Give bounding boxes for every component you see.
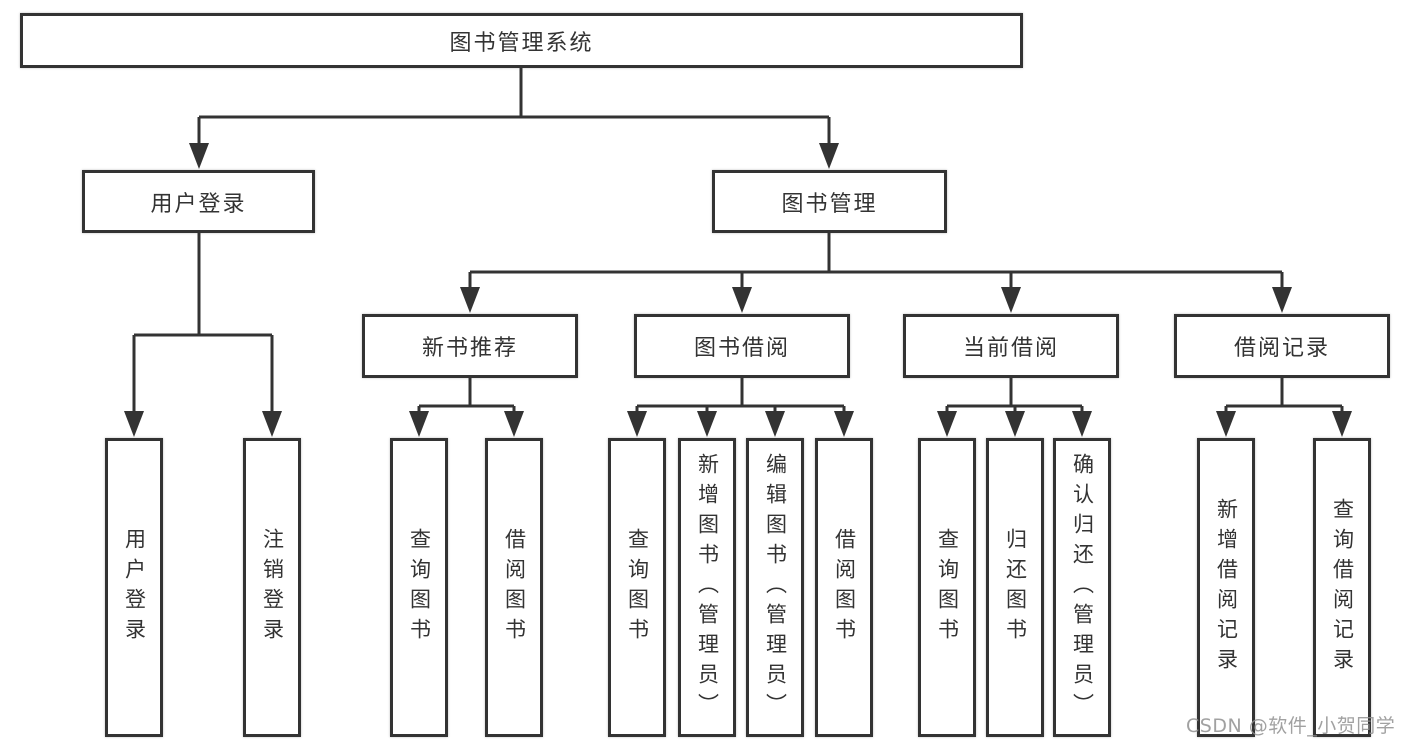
leaf-borrow-book-recommend-label: 借阅图书 xyxy=(502,527,527,648)
node-current-borrow-label: 当前借阅 xyxy=(962,336,1059,361)
arrow-down-icon xyxy=(262,411,282,437)
leaf-logout-label: 注销登录 xyxy=(260,527,285,648)
leaf-query-book-borrow-label: 查询图书 xyxy=(625,527,650,648)
arrow-down-icon xyxy=(937,411,957,437)
node-user-login: 用户登录 xyxy=(82,170,315,233)
node-root: 图书管理系统 xyxy=(20,13,1023,68)
arrow-down-icon xyxy=(1216,411,1236,437)
leaf-return-book-label: 归还图书 xyxy=(1003,527,1028,648)
node-current-borrow: 当前借阅 xyxy=(903,314,1119,378)
arrow-down-icon xyxy=(1332,411,1352,437)
node-borrow-record-label: 借阅记录 xyxy=(1233,336,1330,361)
arrow-down-icon xyxy=(1072,411,1092,437)
leaf-edit-book-admin: 编辑图书（管理员） xyxy=(746,438,804,737)
leaf-return-book: 归还图书 xyxy=(986,438,1044,737)
node-book-management: 图书管理 xyxy=(712,170,947,233)
node-book-borrow-label: 图书借阅 xyxy=(693,336,790,361)
arrow-down-icon xyxy=(627,411,647,437)
leaf-confirm-return-admin: 确认归还（管理员） xyxy=(1053,438,1111,737)
leaf-borrow-book-label: 借阅图书 xyxy=(832,527,857,648)
csdn-watermark: CSDN @软件_小贺同学 xyxy=(1186,715,1396,737)
leaf-add-book-admin-label: 新增图书（管理员） xyxy=(695,452,720,723)
node-borrow-record: 借阅记录 xyxy=(1174,314,1390,378)
leaf-user-login: 用户登录 xyxy=(105,438,163,737)
leaf-edit-book-admin-label: 编辑图书（管理员） xyxy=(763,452,788,723)
leaf-logout: 注销登录 xyxy=(243,438,301,737)
node-new-book-recommend: 新书推荐 xyxy=(362,314,578,378)
node-root-label: 图书管理系统 xyxy=(449,30,594,56)
arrow-down-icon xyxy=(124,411,144,437)
arrow-down-icon xyxy=(504,411,524,437)
node-user-login-label: 用户登录 xyxy=(150,191,247,217)
leaf-add-book-admin: 新增图书（管理员） xyxy=(678,438,736,737)
node-book-borrow: 图书借阅 xyxy=(634,314,850,378)
leaf-confirm-return-admin-label: 确认归还（管理员） xyxy=(1070,452,1095,723)
arrow-down-icon xyxy=(460,287,480,313)
arrow-down-icon xyxy=(1001,287,1021,313)
leaf-user-login-label: 用户登录 xyxy=(122,527,147,648)
arrow-down-icon xyxy=(1005,411,1025,437)
arrow-down-icon xyxy=(697,411,717,437)
leaf-query-book-current: 查询图书 xyxy=(918,438,976,737)
leaf-query-book-recommend-label: 查询图书 xyxy=(407,527,432,648)
arrow-down-icon xyxy=(819,143,839,169)
leaf-query-book-borrow: 查询图书 xyxy=(608,438,666,737)
leaf-query-book-current-label: 查询图书 xyxy=(935,527,960,648)
leaf-add-borrow-record-label: 新增借阅记录 xyxy=(1214,497,1239,678)
leaf-query-borrow-record-label: 查询借阅记录 xyxy=(1330,497,1355,678)
arrow-down-icon xyxy=(732,287,752,313)
arrow-down-icon xyxy=(765,411,785,437)
node-book-management-label: 图书管理 xyxy=(781,191,878,217)
leaf-borrow-book-recommend: 借阅图书 xyxy=(485,438,543,737)
leaf-query-book-recommend: 查询图书 xyxy=(390,438,448,737)
arrow-down-icon xyxy=(189,143,209,169)
node-new-book-recommend-label: 新书推荐 xyxy=(421,336,518,361)
arrow-down-icon xyxy=(1272,287,1292,313)
arrow-down-icon xyxy=(834,411,854,437)
leaf-add-borrow-record: 新增借阅记录 xyxy=(1197,438,1255,737)
leaf-query-borrow-record: 查询借阅记录 xyxy=(1313,438,1371,737)
leaf-borrow-book: 借阅图书 xyxy=(815,438,873,737)
arrow-down-icon xyxy=(409,411,429,437)
